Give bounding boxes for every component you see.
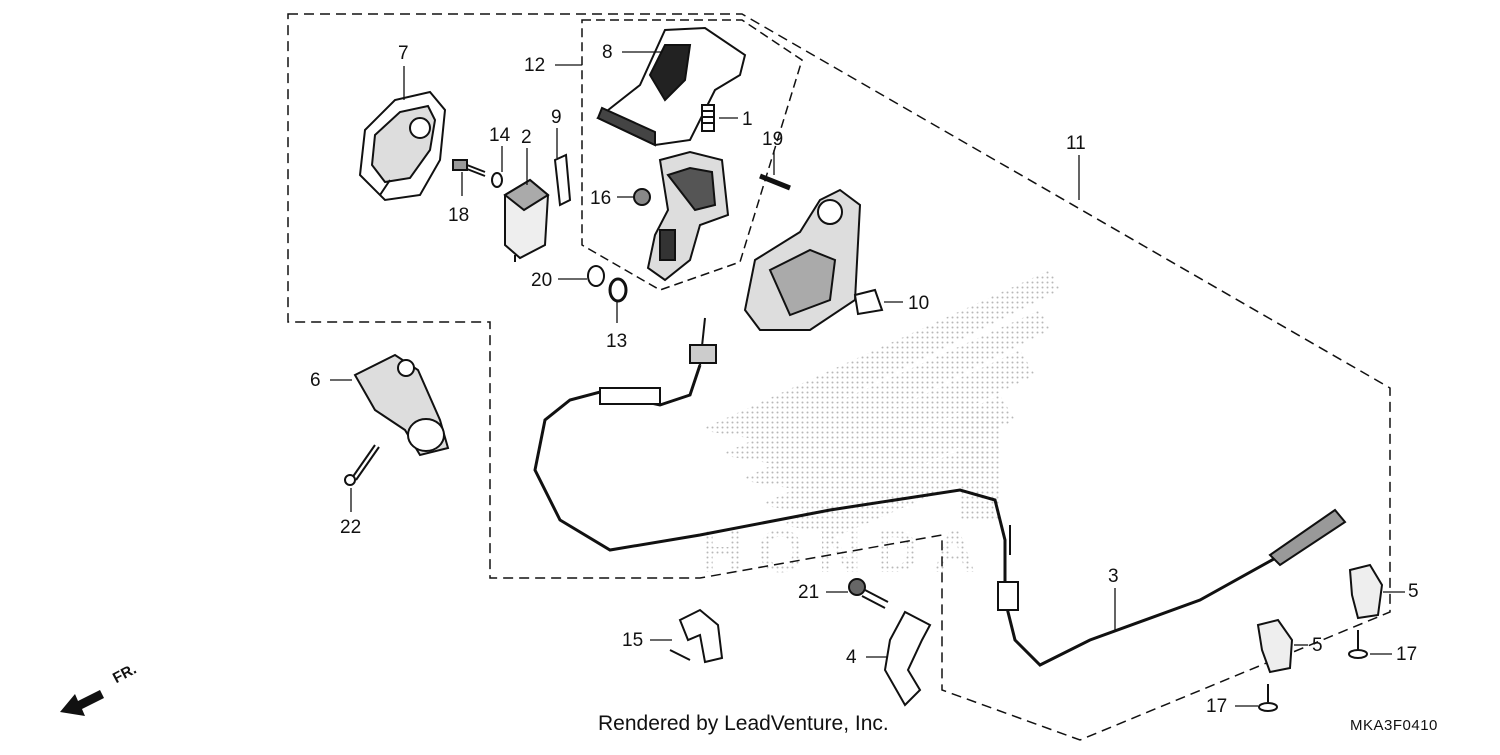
callout-10: 10 bbox=[908, 293, 930, 314]
part-5-clip-upper bbox=[1348, 563, 1384, 620]
part-22-bolt bbox=[344, 444, 380, 486]
part-6-bracket bbox=[353, 353, 450, 457]
callout-21: 21 bbox=[798, 582, 820, 603]
callout-1: 1 bbox=[742, 109, 753, 130]
part-1-spring bbox=[701, 104, 715, 132]
callout-19: 19 bbox=[762, 129, 784, 150]
callout-22: 22 bbox=[340, 517, 362, 538]
part-10-clip bbox=[853, 288, 884, 316]
callout-5-lower: 5 bbox=[1312, 635, 1323, 656]
callout-7: 7 bbox=[398, 43, 409, 64]
part-17-screw-upper bbox=[1348, 630, 1368, 659]
part-3-cable bbox=[533, 317, 1347, 667]
callout-11: 11 bbox=[1066, 133, 1086, 154]
callout-16: 16 bbox=[590, 188, 612, 209]
diagram-code: MKA3F0410 bbox=[1350, 717, 1438, 734]
callout-3: 3 bbox=[1108, 566, 1119, 587]
part-12-lever-body bbox=[646, 150, 730, 282]
part-19-pin bbox=[759, 173, 791, 191]
footer-credit: Rendered by LeadVenture, Inc. bbox=[598, 712, 889, 735]
callout-4: 4 bbox=[846, 647, 857, 668]
assembly-11-boundary bbox=[287, 13, 1391, 741]
part-11-housing bbox=[743, 188, 862, 331]
part-17-screw-lower bbox=[1258, 684, 1278, 712]
callout-8: 8 bbox=[602, 42, 613, 63]
part-9-clip bbox=[553, 153, 572, 207]
honda-wing-watermark bbox=[700, 270, 1060, 535]
callout-13: 13 bbox=[606, 331, 628, 352]
part-2-switch bbox=[503, 178, 550, 262]
part-5-clip-lower bbox=[1256, 618, 1294, 674]
honda-watermark-text: HONDA bbox=[700, 518, 990, 585]
callout-14: 14 bbox=[489, 125, 511, 146]
callout-6: 6 bbox=[310, 370, 321, 391]
part-18-screw bbox=[452, 159, 486, 177]
assembly-12-boundary bbox=[581, 19, 803, 291]
part-15-band-clamp bbox=[669, 608, 724, 664]
callout-15: 15 bbox=[622, 630, 644, 651]
part-8-lever-cap bbox=[596, 26, 747, 147]
part-21-bolt bbox=[848, 578, 889, 609]
leader-lines bbox=[330, 51, 1405, 707]
part-4-clamp bbox=[883, 610, 932, 707]
part-16-nut bbox=[633, 188, 651, 206]
callout-17-upper: 17 bbox=[1396, 644, 1418, 665]
callout-5-upper: 5 bbox=[1408, 581, 1419, 602]
callout-12: 12 bbox=[524, 55, 546, 76]
front-direction-arrow-icon bbox=[60, 690, 104, 716]
callout-20: 20 bbox=[531, 270, 553, 291]
callout-9: 9 bbox=[551, 107, 562, 128]
part-14-washer bbox=[491, 172, 503, 188]
callout-17-lower: 17 bbox=[1206, 696, 1228, 717]
part-20-washer bbox=[587, 265, 605, 287]
callout-18: 18 bbox=[448, 205, 470, 226]
callout-2: 2 bbox=[521, 127, 532, 148]
part-13-washer bbox=[608, 277, 628, 303]
part-7-housing-cover bbox=[358, 90, 447, 202]
